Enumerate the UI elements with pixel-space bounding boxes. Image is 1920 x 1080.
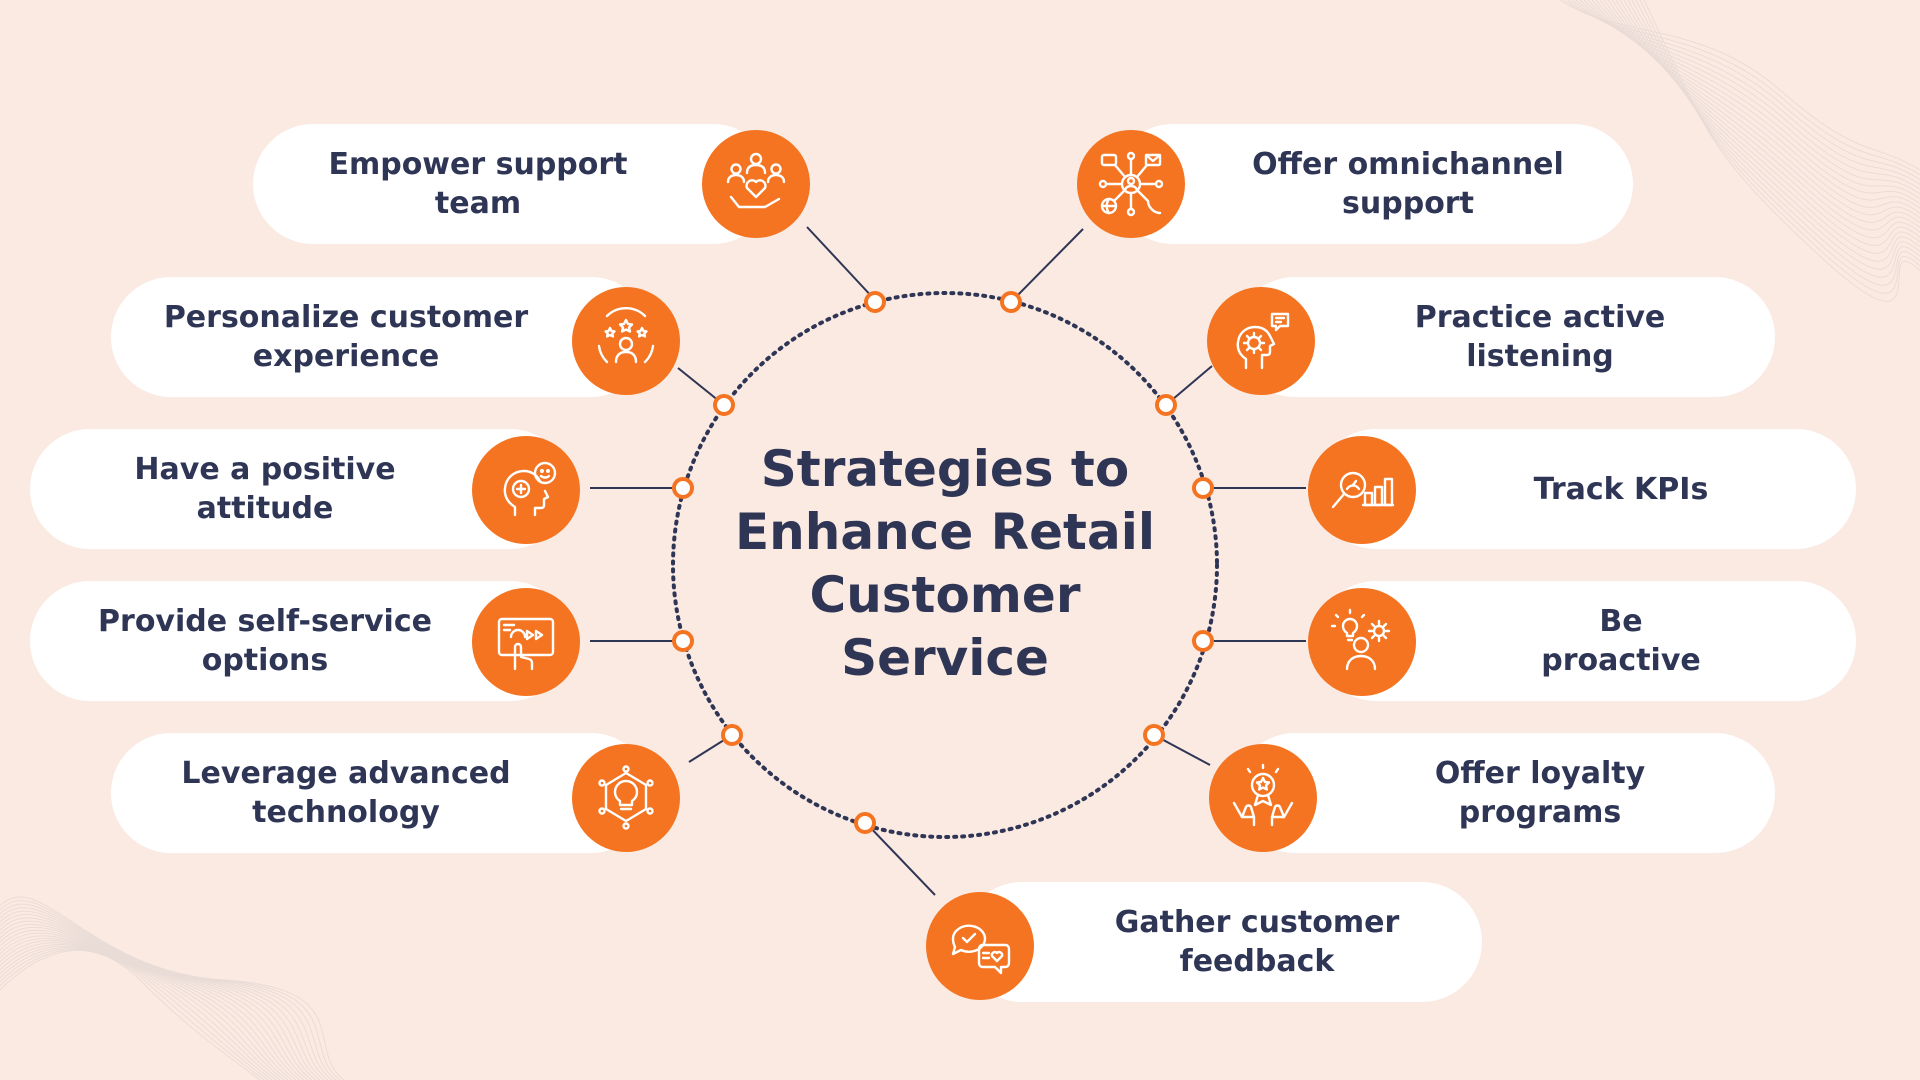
customer-stars-icon — [572, 287, 680, 395]
strategy-label: Offer loyalty programs — [1434, 756, 1646, 830]
network-channels-icon — [1077, 130, 1185, 238]
strategy-label: Be proactive — [1541, 604, 1701, 678]
strategy-label: Track KPIs — [1533, 471, 1709, 507]
strategy-practice-active-listening: Practice active listening — [1235, 277, 1775, 397]
strategy-label: Provide self-service options — [98, 604, 432, 678]
head-gear-speech-icon — [1207, 287, 1315, 395]
strategy-label: Practice active listening — [1414, 300, 1666, 374]
connector-node — [672, 477, 694, 499]
connector-node — [1192, 630, 1214, 652]
strategy-offer-loyalty-programs: Offer loyalty programs — [1235, 733, 1775, 853]
team-heart-icon — [702, 130, 810, 238]
strategy-label: Gather customer feedback — [1114, 905, 1400, 979]
strategy-gather-customer-feedback: Gather customer feedback — [962, 882, 1482, 1002]
chat-bubbles-icon — [926, 892, 1034, 1000]
connector-node — [672, 630, 694, 652]
magnifier-chart-icon — [1308, 436, 1416, 544]
strategy-label: Offer omnichannel support — [1252, 147, 1564, 221]
connector-node — [1143, 724, 1165, 746]
head-smile-icon — [472, 436, 580, 544]
connector-node — [713, 394, 735, 416]
connector-node — [1192, 477, 1214, 499]
connector-node — [1155, 394, 1177, 416]
strategy-empower-support-team: Empower support team — [253, 124, 773, 244]
connector-lines — [590, 226, 1306, 896]
strategy-track-kpis: Track KPIs — [1316, 429, 1856, 549]
tech-bulb-network-icon — [572, 744, 680, 852]
person-idea-gear-icon — [1308, 588, 1416, 696]
touch-screen-icon — [472, 588, 580, 696]
connector-node — [1000, 291, 1022, 313]
strategy-label: Leverage advanced technology — [181, 756, 511, 830]
connector-node — [854, 812, 876, 834]
strategy-leverage-advanced-technology: Leverage advanced technology — [111, 733, 651, 853]
hands-award-icon — [1209, 744, 1317, 852]
strategy-personalize-customer-experience: Personalize customer experience — [111, 277, 651, 397]
diagram-title: Strategies to Enhance Retail Customer Se… — [735, 440, 1155, 687]
strategy-label: Empower support team — [328, 147, 628, 221]
connector-node — [721, 724, 743, 746]
strategy-label: Personalize customer experience — [163, 300, 529, 374]
strategy-offer-omnichannel-support: Offer omnichannel support — [1113, 124, 1633, 244]
central-dotted-circle — [671, 291, 1219, 839]
strategy-label: Have a positive attitude — [134, 452, 396, 526]
connector-nodes — [672, 291, 1214, 834]
connector-node — [864, 291, 886, 313]
